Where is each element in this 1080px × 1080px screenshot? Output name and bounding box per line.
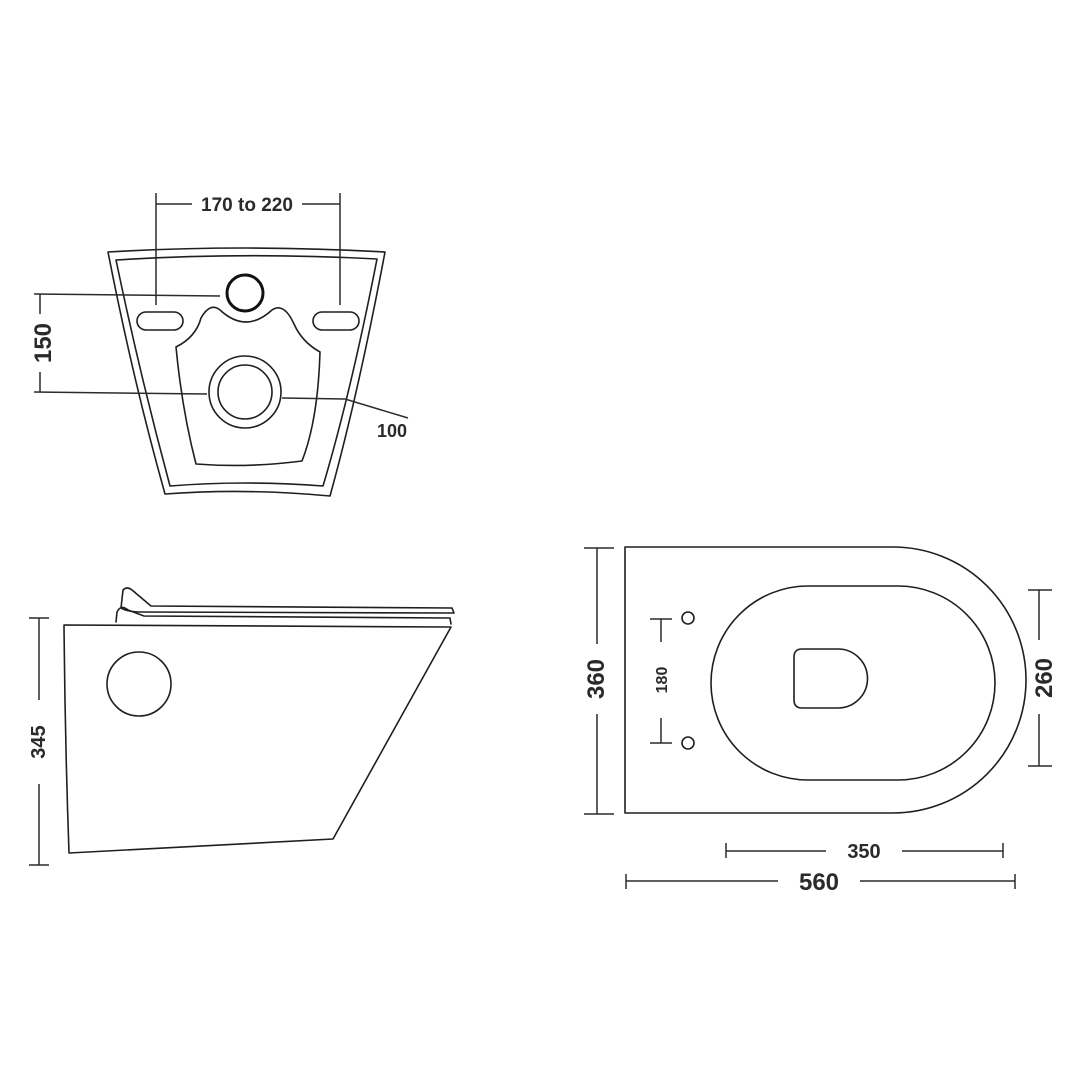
inlet-to-outlet-label: 150 [30, 323, 57, 363]
dimension-height: 345 [28, 617, 50, 866]
overall-width-label: 360 [583, 659, 610, 699]
waste-outlet-inner [217, 364, 273, 420]
seat-lid-profile [120, 587, 455, 614]
side-view: 345 [28, 587, 455, 866]
side-outlet [106, 651, 172, 717]
rear-view-inner-outline [115, 254, 378, 487]
fixing-centres-label: 170 to 220 [201, 195, 293, 216]
overall-length-label: 560 [799, 869, 839, 896]
water-inlet [225, 273, 265, 313]
plan-view: 180 360 260 350 [583, 546, 1058, 896]
waste-outlet-outer [208, 355, 282, 429]
height-label: 345 [28, 725, 50, 758]
dimension-bowl-length: 350 [725, 841, 1004, 863]
dimension-bowl-width: 260 [1028, 589, 1058, 767]
bowl-width-label: 260 [1031, 658, 1058, 698]
right-fixing-slot [312, 311, 360, 331]
left-fixing-slot [136, 311, 184, 331]
dimension-overall-length: 560 [625, 869, 1016, 896]
bowl-length-label: 350 [847, 841, 880, 863]
bowl-waste-opening [793, 648, 869, 709]
dimension-fixing-spacing: 180 [650, 618, 672, 744]
pan-body-profile [63, 624, 452, 854]
rear-view-outer-outline [107, 247, 386, 497]
plan-outer-outline [624, 546, 1027, 814]
dimension-fixing-centres: 170 to 220 [155, 193, 341, 305]
outlet-diameter-callout: 100 [281, 397, 409, 441]
outlet-diameter-label: 100 [377, 421, 407, 441]
rear-view: 170 to 220 150 100 [30, 193, 409, 497]
bowl-outline [710, 585, 996, 781]
fixing-spacing-label: 180 [654, 667, 671, 694]
rear-view-recess [175, 306, 321, 467]
dimension-overall-width: 360 [583, 547, 614, 815]
plan-fixing-hole-bottom [681, 736, 695, 750]
seat-profile [115, 606, 452, 625]
plan-fixing-hole-top [681, 611, 695, 625]
dimension-inlet-to-outlet: 150 [30, 293, 221, 395]
